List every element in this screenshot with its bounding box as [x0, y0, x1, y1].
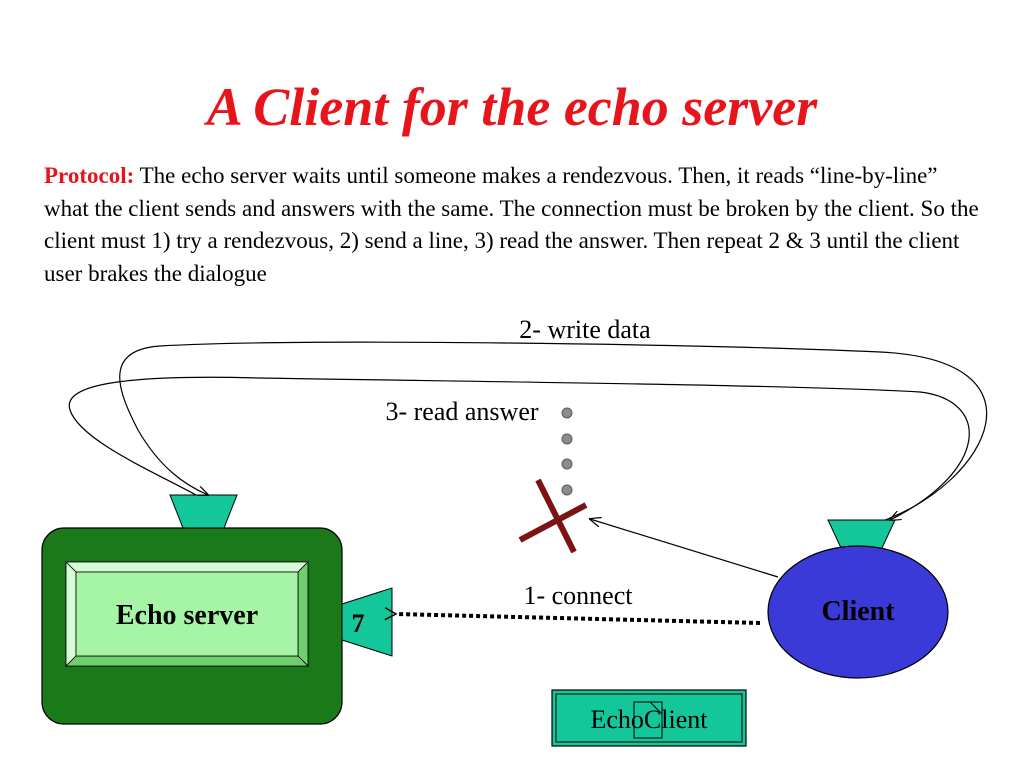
server-port-socket — [341, 587, 393, 657]
echoclient-program-box — [551, 689, 747, 747]
connect-arrow — [384, 607, 761, 625]
repeat-dots — [561, 407, 573, 496]
read-answer-curve — [68, 376, 970, 520]
echoclient-label: EchoClient — [591, 705, 709, 734]
server-label: Echo server — [116, 600, 258, 631]
document-icon — [633, 701, 663, 739]
port-number: 7 — [352, 609, 365, 638]
protocol-text: The echo server waits until someone make… — [44, 163, 979, 286]
client-node — [767, 545, 949, 679]
connect-label: 1- connect — [523, 581, 633, 610]
read-answer-label: 3- read answer — [385, 397, 538, 426]
server-label-box — [65, 561, 309, 667]
slide-title: A Client for the echo server — [206, 77, 818, 137]
client-socket — [827, 519, 896, 549]
protocol-description: Protocol: The echo server waits until so… — [44, 160, 984, 290]
server-read-socket — [169, 494, 238, 529]
break-connection-cross — [518, 478, 588, 554]
break-arrow — [590, 519, 779, 578]
client-label: Client — [821, 596, 895, 627]
write-data-label: 2- write data — [519, 315, 651, 344]
write-data-curve — [119, 341, 987, 521]
protocol-label: Protocol: — [44, 163, 135, 188]
